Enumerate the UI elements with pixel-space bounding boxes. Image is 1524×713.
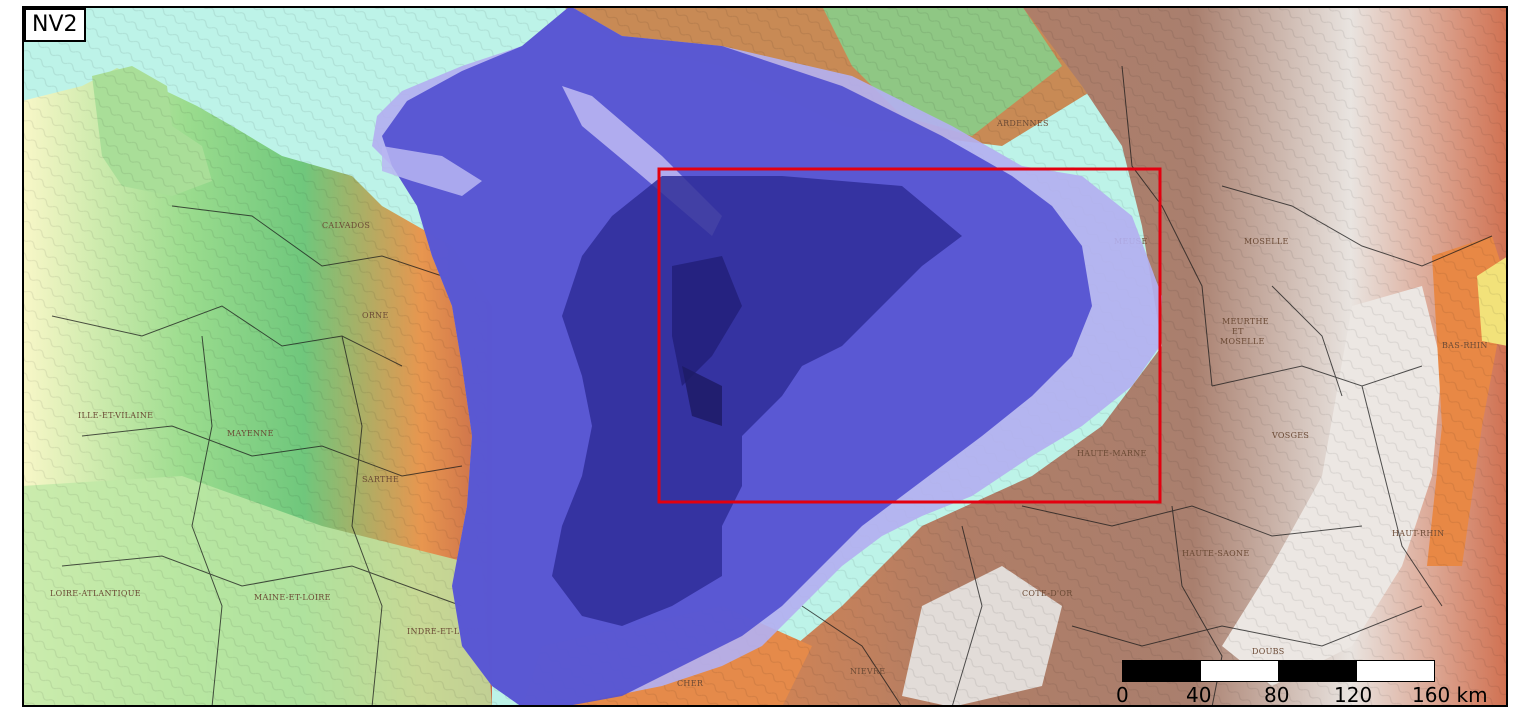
map-label: MAYENNE xyxy=(227,429,274,438)
map-labels: CALVADOS ARDENNES MEUSE MOSELLE MEURTHE … xyxy=(50,119,1488,688)
map-label: VOSGES xyxy=(1271,431,1309,440)
map-label: ORNE xyxy=(362,311,389,320)
scale-segment-black xyxy=(1278,660,1357,682)
map-label: ET xyxy=(1232,327,1244,336)
scale-tick-label: 40 xyxy=(1186,683,1212,707)
scale-tick-label: 0 xyxy=(1116,683,1129,707)
map-label: MOSELLE xyxy=(1244,237,1289,246)
map-label: COTE-D'OR xyxy=(1022,589,1073,598)
map-label: ARDENNES xyxy=(996,119,1049,128)
overlay-deep xyxy=(682,366,722,426)
map-label: MOSELLE xyxy=(1220,337,1265,346)
map-label: INDRE-ET-LOIRE xyxy=(407,627,482,636)
map-label: MEURTHE xyxy=(1222,317,1269,326)
scale-tick-label: 120 xyxy=(1334,683,1373,707)
overlay-core xyxy=(552,176,962,626)
scale-segment-black xyxy=(1122,660,1201,682)
scale-segment-white xyxy=(1200,660,1279,682)
panel-label: NV2 xyxy=(24,8,86,42)
map-label: HAUT-RHIN xyxy=(1392,529,1444,538)
map-label: ILLE-ET-VILAINE xyxy=(78,411,153,420)
map-label: LOIRE-ATLANTIQUE xyxy=(50,589,141,598)
map-label: NIEVRE xyxy=(850,667,885,676)
map-label: CHER xyxy=(677,679,704,688)
scale-tick-label: 160 km xyxy=(1412,683,1488,707)
map-label: SARTHE xyxy=(362,475,399,484)
map-label: CALVADOS xyxy=(322,221,370,230)
overlay-deep xyxy=(672,256,742,386)
scale-tick-label: 80 xyxy=(1264,683,1290,707)
map-canvas[interactable]: CALVADOS ARDENNES MEUSE MOSELLE MEURTHE … xyxy=(22,6,1508,707)
map-label: BAS-RHIN xyxy=(1442,341,1488,350)
map-label: MAINE-ET-LOIRE xyxy=(254,593,331,602)
relief-map: CALVADOS ARDENNES MEUSE MOSELLE MEURTHE … xyxy=(22,6,1508,707)
roi-rectangle xyxy=(657,167,1162,504)
map-label: HAUTE-SAONE xyxy=(1182,549,1249,558)
map-label: HAUTE-MARNE xyxy=(1077,449,1147,458)
scale-segment-white xyxy=(1356,660,1435,682)
scale-bar: 0 40 80 120 160 km xyxy=(1114,660,1494,708)
map-label: DOUBS xyxy=(1252,647,1285,656)
overlay-shelf xyxy=(382,146,482,196)
